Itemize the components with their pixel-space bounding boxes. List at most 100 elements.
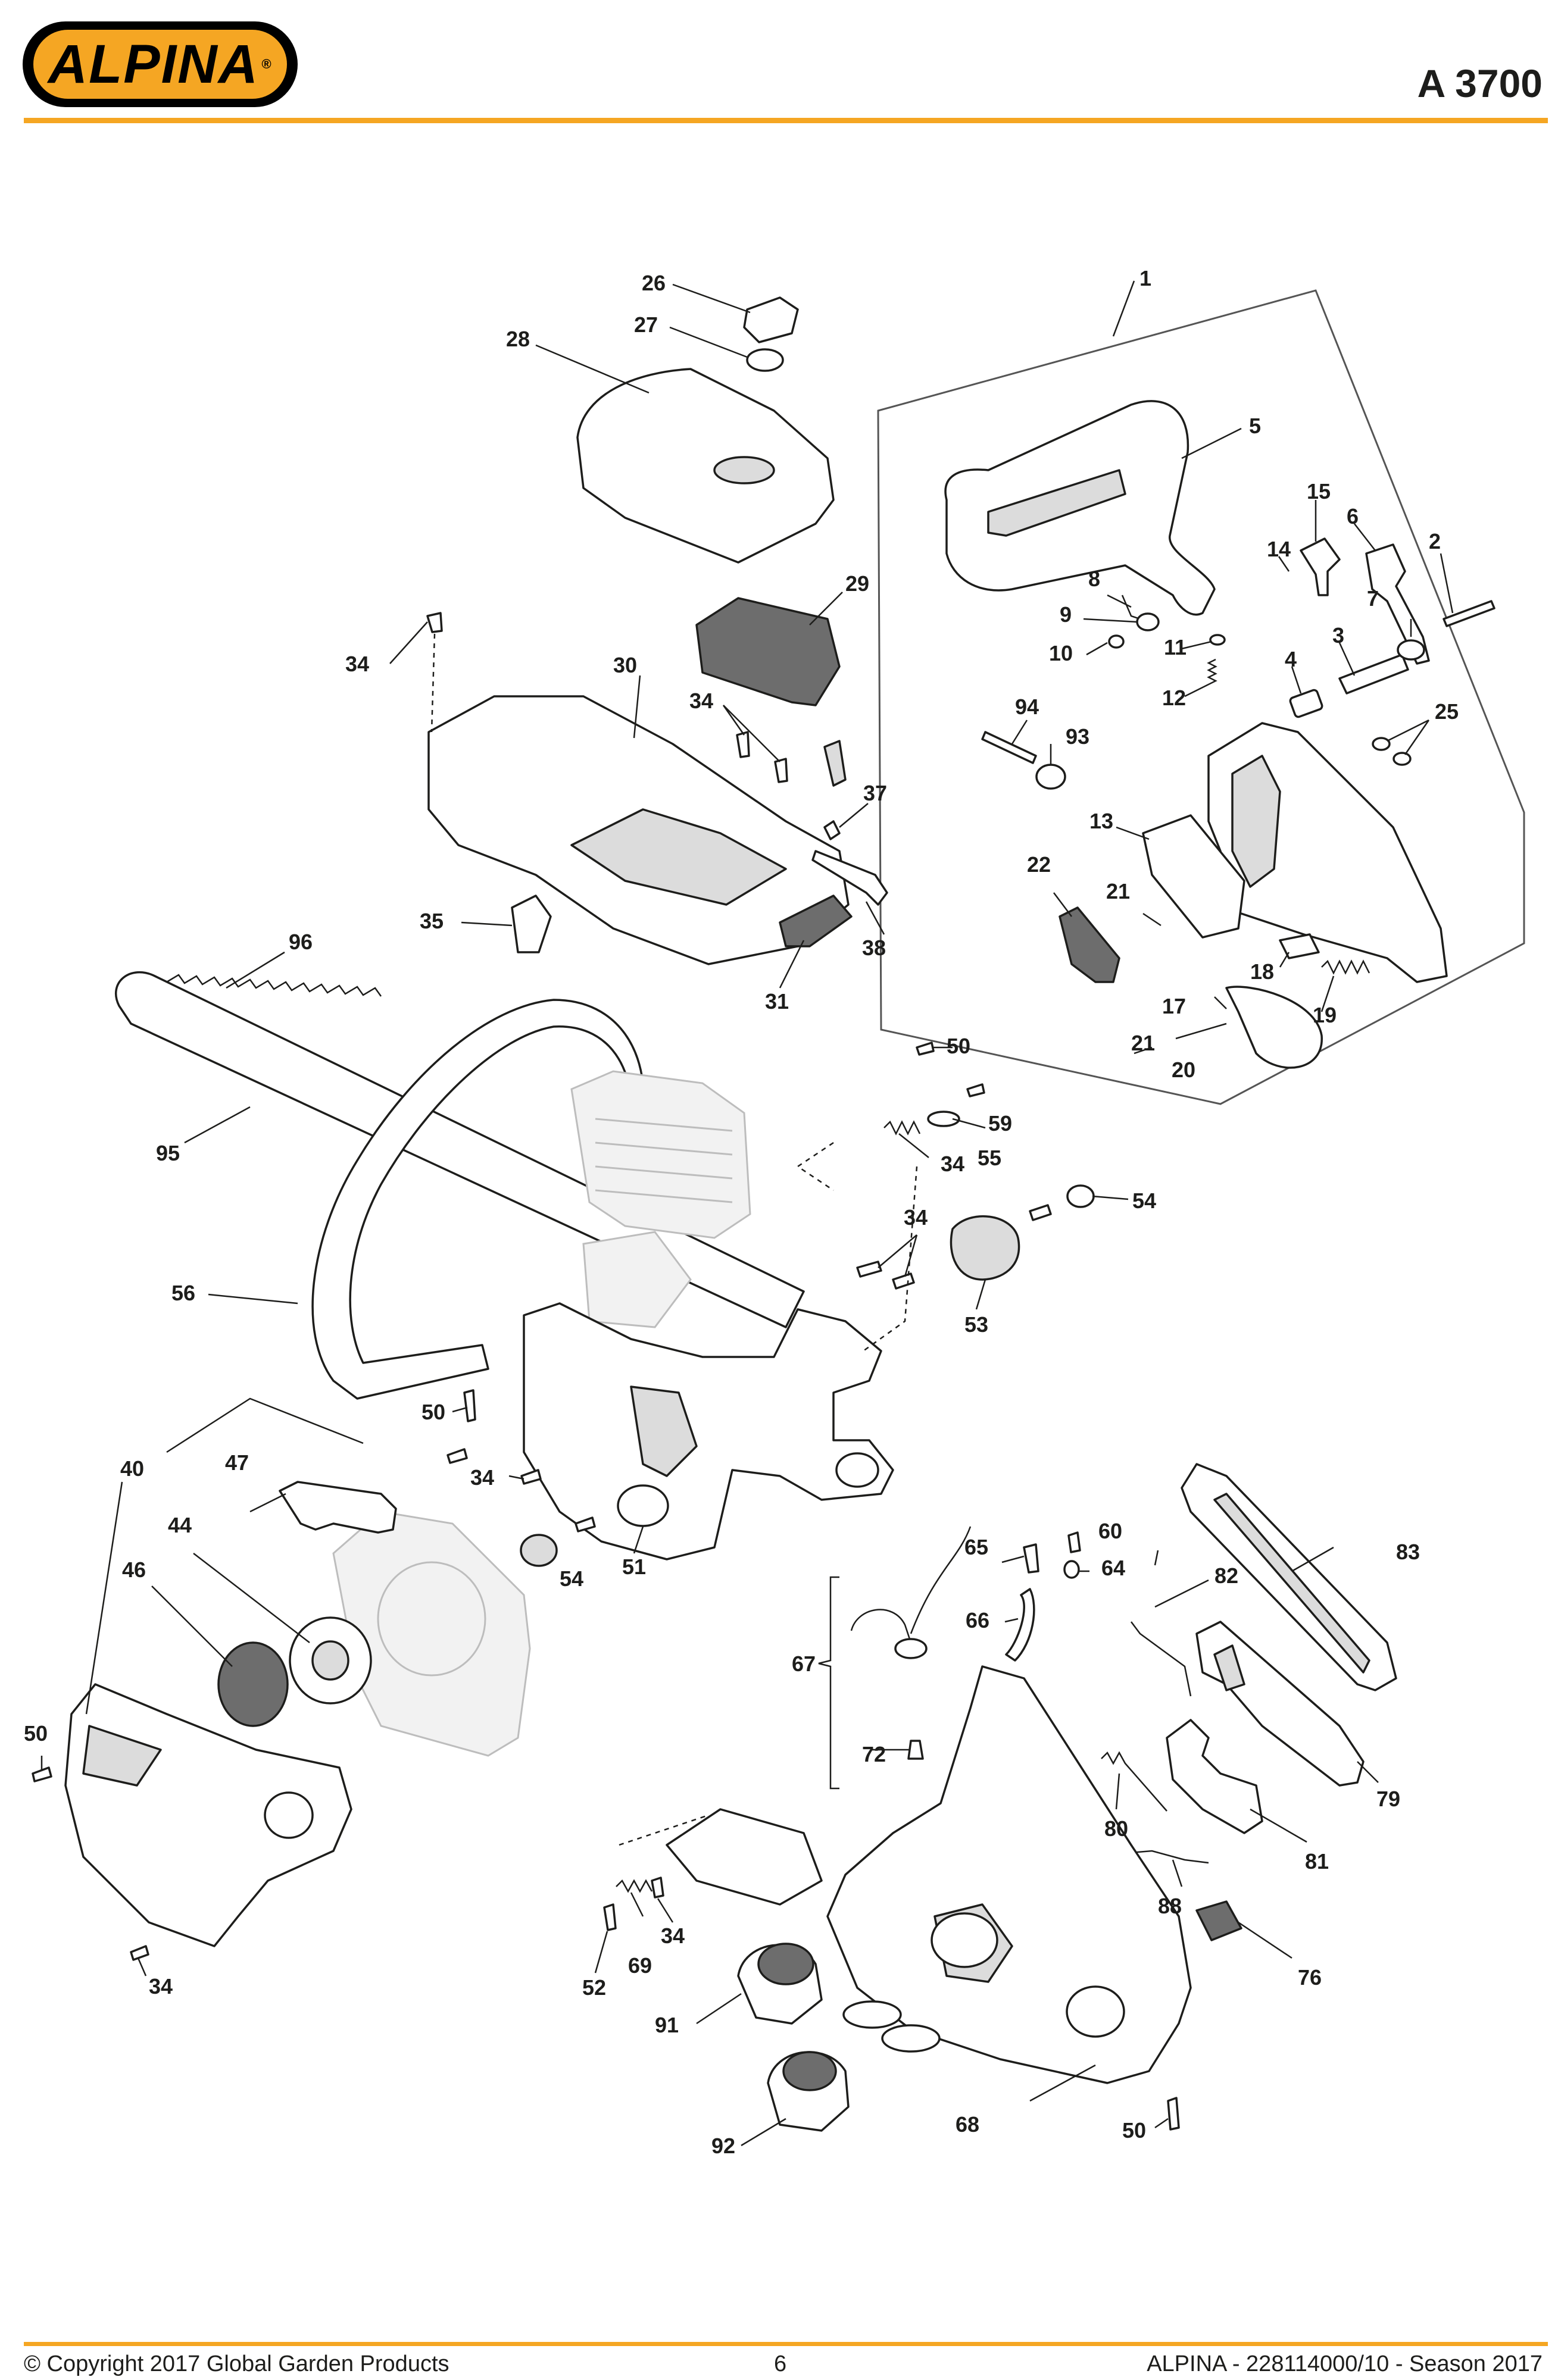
callout-66: 66 bbox=[966, 1608, 989, 1632]
callout-34d: 34 bbox=[904, 1205, 928, 1230]
callout-88: 88 bbox=[1158, 1894, 1182, 1918]
callout-53: 53 bbox=[964, 1312, 988, 1337]
callout-91: 91 bbox=[655, 2013, 679, 2037]
part-93-nut bbox=[1035, 764, 1066, 790]
part-15-lever bbox=[1300, 537, 1341, 596]
part-18-link bbox=[1279, 933, 1320, 959]
callout-96: 96 bbox=[289, 930, 313, 954]
part-6-throttle-trigger bbox=[1365, 543, 1430, 665]
callout-15: 15 bbox=[1307, 479, 1331, 503]
part-53-buffer bbox=[950, 1215, 1020, 1281]
part-10-nut bbox=[1108, 634, 1125, 649]
callout-54a: 54 bbox=[1132, 1189, 1156, 1213]
part-34-screw-h bbox=[520, 1469, 542, 1485]
part-64-grommet bbox=[1063, 1560, 1080, 1579]
leader-lines bbox=[40, 283, 1454, 2147]
part-54-plug-a bbox=[1066, 1184, 1095, 1208]
part-81-trigger bbox=[1166, 1719, 1263, 1834]
callout-51: 51 bbox=[622, 1555, 646, 1579]
part-3-shaft bbox=[1338, 653, 1409, 695]
callout-81: 81 bbox=[1305, 1849, 1329, 1874]
callout-4: 4 bbox=[1285, 647, 1297, 671]
callout-19: 19 bbox=[1313, 1003, 1337, 1027]
part-38-pin bbox=[811, 850, 888, 906]
callout-55: 55 bbox=[978, 1146, 1001, 1170]
part-82-link-rod bbox=[1131, 1621, 1192, 1697]
part-26-knob bbox=[743, 296, 799, 343]
part-50-screw-b bbox=[966, 1083, 985, 1097]
part-65-screw bbox=[1023, 1543, 1039, 1574]
callout-94: 94 bbox=[1015, 695, 1039, 719]
part-31-plate bbox=[779, 895, 853, 947]
part-67-fuel-line bbox=[850, 1609, 912, 1643]
callout-65: 65 bbox=[964, 1535, 988, 1559]
callout-2: 2 bbox=[1429, 529, 1441, 553]
crankcase bbox=[523, 1302, 894, 1560]
callout-34f: 34 bbox=[149, 1974, 173, 1999]
callout-54b: 54 bbox=[560, 1566, 583, 1591]
part-47-handle bbox=[279, 1481, 397, 1534]
part-27-washer bbox=[746, 348, 784, 372]
callout-1: 1 bbox=[1139, 266, 1151, 290]
callout-14: 14 bbox=[1267, 537, 1291, 561]
part-19-spring bbox=[1321, 959, 1370, 975]
callout-34b: 34 bbox=[689, 689, 713, 713]
callout-34g: 34 bbox=[661, 1924, 685, 1948]
part-34-screw-d bbox=[1029, 1204, 1052, 1221]
callout-72: 72 bbox=[862, 1742, 886, 1766]
callout-27: 27 bbox=[634, 312, 658, 337]
part-35-bracket bbox=[511, 895, 552, 953]
page-header: ALPINA® A 3700 bbox=[0, 0, 1558, 128]
footer-divider bbox=[24, 2342, 1548, 2346]
part-66-hose bbox=[1005, 1588, 1035, 1662]
callout-50c: 50 bbox=[24, 1721, 48, 1746]
part-25-nut bbox=[1372, 737, 1391, 751]
part-68-tank-housing bbox=[826, 1665, 1192, 2084]
callout-17: 17 bbox=[1162, 994, 1186, 1018]
page-number: 6 bbox=[774, 2351, 787, 2376]
part-69-spring bbox=[616, 1879, 653, 1893]
callout-79: 79 bbox=[1376, 1787, 1400, 1811]
callout-22: 22 bbox=[1027, 852, 1051, 877]
callout-59: 59 bbox=[988, 1111, 1012, 1136]
callout-50a: 50 bbox=[947, 1034, 970, 1058]
callout-10: 10 bbox=[1049, 641, 1073, 665]
callout-40: 40 bbox=[120, 1456, 144, 1481]
part-20-brake-band bbox=[1225, 986, 1323, 1069]
part-25-nut-b bbox=[1392, 752, 1412, 766]
part-12-spring bbox=[1207, 658, 1217, 686]
part-80-spring bbox=[1101, 1751, 1167, 1812]
brand-name: ALPINA bbox=[48, 33, 260, 95]
engine-cylinder bbox=[570, 1070, 751, 1239]
callout-5: 5 bbox=[1249, 414, 1261, 438]
callout-80: 80 bbox=[1104, 1816, 1128, 1841]
part-34-screw-j bbox=[130, 1945, 149, 1961]
catalogue-code: ALPINA - 228114000/10 - Season 2017 bbox=[1147, 2351, 1543, 2376]
copyright-notice: © Copyright 2017 Global Garden Products bbox=[24, 2351, 449, 2376]
part-7-ring bbox=[1397, 639, 1425, 661]
callout-92: 92 bbox=[711, 2134, 735, 2158]
callout-95: 95 bbox=[156, 1141, 180, 1165]
callout-11: 11 bbox=[1164, 635, 1187, 659]
callout-29: 29 bbox=[845, 571, 869, 596]
part-29-air-filter bbox=[695, 597, 841, 706]
part-76-switch bbox=[1195, 1900, 1242, 1941]
part-96-chain bbox=[166, 974, 382, 997]
callout-labels: 26 27 28 1 5 15 14 6 2 7 3 4 8 9 10 11 1… bbox=[24, 266, 1459, 2158]
part-50-screw-a bbox=[916, 1042, 935, 1056]
page-footer: © Copyright 2017 Global Garden Products … bbox=[0, 2342, 1558, 2380]
part-50-screw-d bbox=[32, 1766, 52, 1782]
part-11-ring bbox=[1209, 634, 1226, 646]
oil-cap-seal bbox=[881, 2024, 941, 2053]
part-28-top-cover bbox=[576, 368, 835, 564]
part-94-bolt bbox=[981, 731, 1037, 764]
part-51-damper bbox=[617, 1484, 669, 1527]
callout-83: 83 bbox=[1396, 1540, 1420, 1564]
callout-21a: 21 bbox=[1106, 879, 1130, 903]
callout-46: 46 bbox=[122, 1558, 146, 1582]
part-60-nipple bbox=[1067, 1531, 1081, 1553]
callout-68: 68 bbox=[956, 2112, 979, 2137]
callout-38: 38 bbox=[862, 936, 886, 960]
part-34-screw-i bbox=[575, 1516, 596, 1533]
callout-6: 6 bbox=[1347, 504, 1359, 528]
